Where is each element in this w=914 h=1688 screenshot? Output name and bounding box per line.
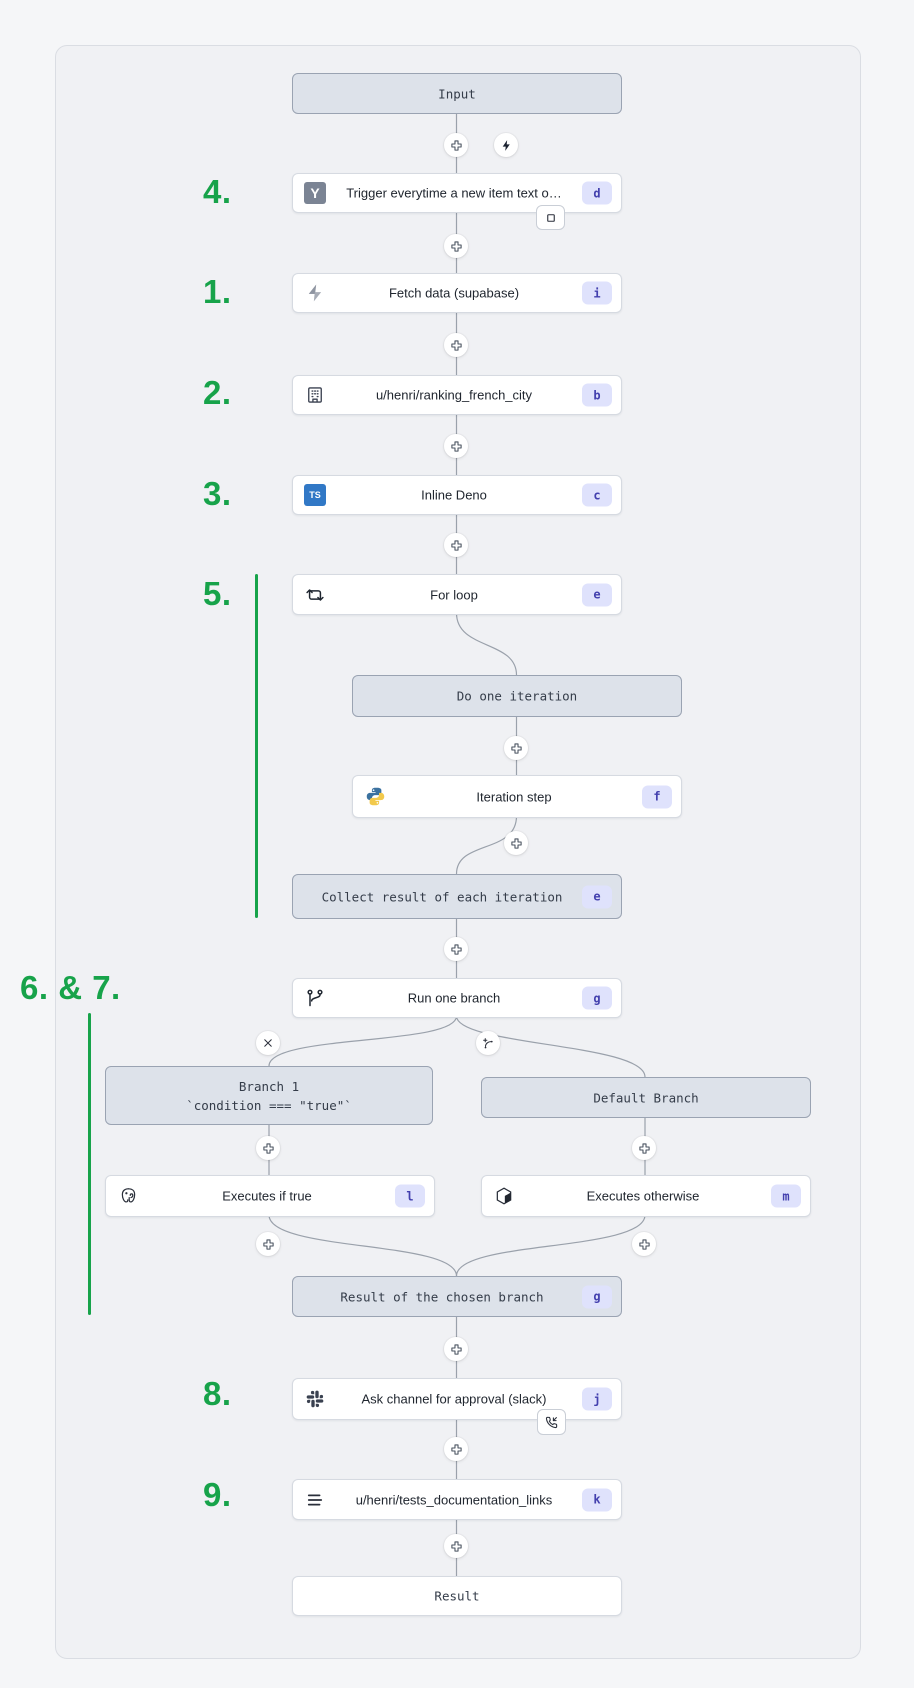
add-step-button[interactable] xyxy=(444,133,468,157)
node-iteration-step[interactable]: Iteration step f xyxy=(352,775,682,818)
node-flow-input[interactable]: Input xyxy=(292,73,622,114)
annotation-8: 8. xyxy=(203,1375,232,1412)
node-label: Trigger everytime a new item text o… xyxy=(346,185,562,201)
annotation-4: 4. xyxy=(203,173,232,210)
node-label: Executes if true xyxy=(222,1188,312,1204)
node-default-branch[interactable]: Default Branch xyxy=(481,1077,811,1118)
node-inline-deno[interactable]: TS Inline Deno c xyxy=(292,475,622,515)
node-fetch-data[interactable]: Fetch data (supabase) i xyxy=(292,273,622,313)
node-slack-approval[interactable]: Ask channel for approval (slack) j xyxy=(292,1378,622,1420)
add-step-button[interactable] xyxy=(632,1232,656,1256)
add-step-button[interactable] xyxy=(504,736,528,760)
typescript-icon: TS xyxy=(303,483,327,507)
add-step-button[interactable] xyxy=(444,333,468,357)
node-label: Fetch data (supabase) xyxy=(388,285,520,301)
node-label: Run one branch xyxy=(407,990,501,1006)
node-label: Result of the chosen branch xyxy=(340,1289,544,1304)
postgres-icon xyxy=(116,1184,140,1208)
node-trigger[interactable]: Y Trigger everytime a new item text o… d xyxy=(292,173,622,213)
add-step-button[interactable] xyxy=(256,1232,280,1256)
node-label: Input xyxy=(438,86,476,101)
square-icon[interactable] xyxy=(536,205,565,230)
step-id-badge: d xyxy=(582,181,612,205)
node-label: Executes otherwise xyxy=(586,1188,700,1204)
step-id-badge: e xyxy=(582,885,612,908)
node-branch-1[interactable]: Branch 1 `condition === "true"` xyxy=(105,1066,433,1125)
annotation-2: 2. xyxy=(203,374,232,411)
step-id-badge: i xyxy=(582,281,612,305)
add-step-button[interactable] xyxy=(444,434,468,458)
node-run-one-branch[interactable]: Run one branch g xyxy=(292,978,622,1018)
node-executes-otherwise[interactable]: Executes otherwise m xyxy=(481,1175,811,1217)
step-id-badge: b xyxy=(582,383,612,407)
add-step-button[interactable] xyxy=(444,1534,468,1558)
step-id-badge: g xyxy=(582,986,612,1010)
node-collect-result[interactable]: Collect result of each iteration e xyxy=(292,874,622,919)
add-step-button[interactable] xyxy=(444,234,468,258)
repeat-loop-icon xyxy=(303,583,327,607)
node-tests-documentation[interactable]: u/henri/tests_documentation_links k xyxy=(292,1479,622,1520)
branch-title: Branch 1 xyxy=(238,1079,300,1094)
node-label: u/henri/ranking_french_city xyxy=(375,387,533,403)
annotation-1: 1. xyxy=(203,273,232,310)
node-label: Result xyxy=(434,1588,480,1604)
y-trigger-icon: Y xyxy=(303,181,327,205)
step-id-badge: c xyxy=(582,483,612,507)
annotation-6-7-bracket-line xyxy=(88,1013,91,1315)
remove-branch-button[interactable] xyxy=(256,1031,280,1055)
step-id-badge: g xyxy=(582,1285,612,1308)
node-ranking-script[interactable]: u/henri/ranking_french_city b xyxy=(292,375,622,415)
annotation-5-bracket-line xyxy=(255,574,258,918)
node-do-one-iteration[interactable]: Do one iteration xyxy=(352,675,682,717)
node-label: For loop xyxy=(430,587,478,602)
supabase-bolt-icon xyxy=(303,281,327,305)
menu-icon xyxy=(303,1488,327,1512)
step-id-badge: l xyxy=(395,1184,425,1208)
annotation-6-and-7: 6. & 7. xyxy=(20,969,121,1006)
node-label: Collect result of each iteration xyxy=(321,889,563,904)
add-step-button[interactable] xyxy=(444,1337,468,1361)
step-id-badge: m xyxy=(771,1184,801,1208)
slack-icon xyxy=(303,1387,327,1411)
step-id-badge: k xyxy=(582,1488,612,1511)
node-label: Ask channel for approval (slack) xyxy=(361,1391,547,1407)
step-id-badge: j xyxy=(582,1387,612,1411)
zap-icon[interactable] xyxy=(494,133,518,157)
add-branch-button[interactable] xyxy=(476,1031,500,1055)
branch-condition: `condition === "true"` xyxy=(186,1098,352,1113)
annotation-3: 3. xyxy=(203,475,232,512)
node-label: Do one iteration xyxy=(456,688,578,704)
node-result-chosen-branch[interactable]: Result of the chosen branch g xyxy=(292,1276,622,1317)
add-step-button[interactable] xyxy=(444,937,468,961)
step-id-badge: e xyxy=(582,583,612,606)
annotation-9: 9. xyxy=(203,1476,232,1513)
git-branch-icon xyxy=(303,986,327,1010)
phone-incoming-icon[interactable] xyxy=(537,1409,566,1435)
node-label: u/henri/tests_documentation_links xyxy=(355,1492,553,1507)
add-step-button[interactable] xyxy=(256,1136,280,1160)
add-step-button[interactable] xyxy=(504,831,528,855)
node-label: Iteration step xyxy=(476,789,552,804)
node-executes-if-true[interactable]: Executes if true l xyxy=(105,1175,435,1217)
node-flow-result[interactable]: Result xyxy=(292,1576,622,1616)
step-id-badge: f xyxy=(642,785,672,808)
python-icon xyxy=(363,785,387,809)
node-label: Default Branch xyxy=(593,1090,699,1105)
building-icon xyxy=(303,383,327,407)
hexagon-node-icon xyxy=(492,1184,516,1208)
annotation-5: 5. xyxy=(203,575,232,612)
node-for-loop[interactable]: For loop e xyxy=(292,574,622,615)
add-step-button[interactable] xyxy=(444,1437,468,1461)
add-step-button[interactable] xyxy=(444,533,468,557)
add-step-button[interactable] xyxy=(632,1136,656,1160)
node-label: Inline Deno xyxy=(421,487,487,503)
